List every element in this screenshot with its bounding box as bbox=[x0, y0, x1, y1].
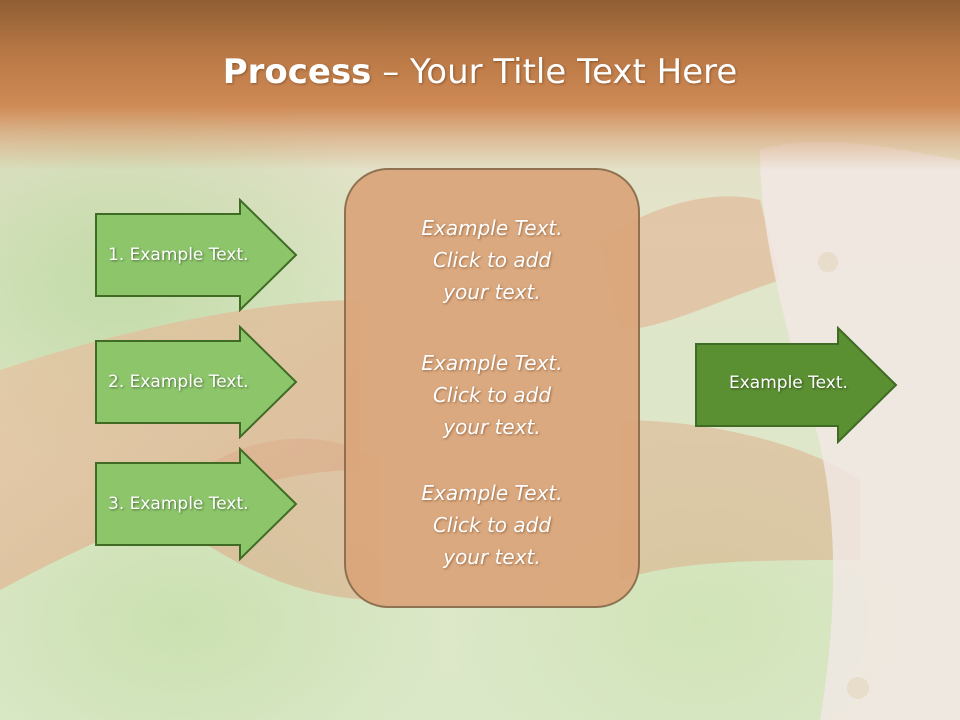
center-block-3[interactable]: Example Text. Click to add your text. bbox=[344, 477, 640, 573]
slide-title[interactable]: Process – Your Title Text Here bbox=[0, 52, 960, 92]
title-bar bbox=[0, 0, 960, 170]
center-block-1-line3: your text. bbox=[443, 280, 541, 304]
center-block-1-line2: Click to add bbox=[432, 248, 552, 272]
center-block-3-line3: your text. bbox=[443, 545, 541, 569]
center-text-box[interactable] bbox=[344, 168, 640, 608]
arrow-3-label: 3. Example Text. bbox=[108, 494, 249, 514]
arrow-2[interactable] bbox=[94, 325, 300, 439]
arrow-2-label: 2. Example Text. bbox=[108, 372, 249, 392]
center-block-1-line1: Example Text. bbox=[421, 216, 563, 240]
arrow-1[interactable] bbox=[94, 198, 300, 312]
arrow-3[interactable] bbox=[94, 447, 300, 561]
center-block-2[interactable]: Example Text. Click to add your text. bbox=[344, 347, 640, 443]
center-block-3-line2: Click to add bbox=[432, 513, 552, 537]
center-block-1[interactable]: Example Text. Click to add your text. bbox=[344, 212, 640, 308]
title-bold: Process bbox=[222, 52, 372, 92]
center-block-2-line1: Example Text. bbox=[421, 351, 563, 375]
center-block-2-line2: Click to add bbox=[432, 383, 552, 407]
output-arrow-label: Example Text. bbox=[729, 373, 848, 393]
center-block-3-line1: Example Text. bbox=[421, 481, 563, 505]
output-arrow[interactable] bbox=[694, 326, 900, 444]
title-rest: – Your Title Text Here bbox=[371, 52, 738, 92]
center-block-2-line3: your text. bbox=[443, 415, 541, 439]
arrow-1-label: 1. Example Text. bbox=[108, 245, 249, 265]
